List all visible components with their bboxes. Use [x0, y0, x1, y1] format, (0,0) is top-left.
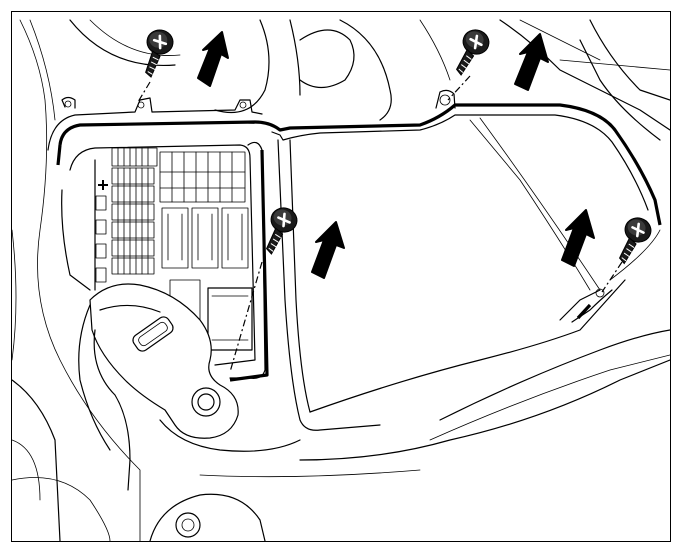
removal-arrow-icon — [311, 221, 345, 279]
diagram-frame — [11, 11, 671, 542]
arrow-top-left — [189, 31, 229, 87]
arrow-right — [561, 209, 595, 267]
fuse-row-top — [159, 151, 246, 203]
screw-top-right — [451, 25, 494, 82]
removal-arrow-icon — [514, 33, 549, 91]
relay-row — [161, 207, 249, 269]
body-panel-background — [12, 19, 670, 541]
arrow-middle — [311, 221, 345, 279]
plus-marker-icon — [95, 180, 108, 283]
removal-arrow-icon — [189, 31, 229, 87]
fuse-box-cover — [47, 89, 662, 431]
mounting-bracket — [78, 283, 301, 491]
screw-top-left — [140, 27, 176, 81]
fuse-row-left — [111, 147, 158, 275]
removal-arrow-icon — [561, 209, 595, 267]
arrow-top-right — [514, 33, 549, 91]
alignment-lines — [137, 75, 623, 373]
